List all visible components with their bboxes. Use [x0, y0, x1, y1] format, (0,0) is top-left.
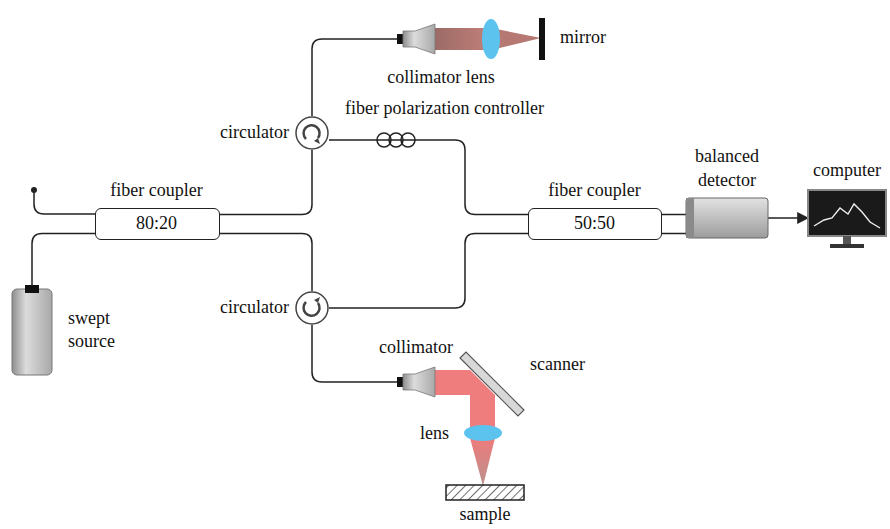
- device-icon: [12, 285, 52, 375]
- device-label: swept source: [68, 307, 130, 354]
- free-fiber-end: [34, 192, 95, 214]
- device-label: collimator lens: [387, 66, 494, 89]
- device-node: circulator: [295, 116, 329, 150]
- part-label: mirror: [560, 26, 606, 49]
- optical-fiber: [32, 234, 95, 285]
- device-label: collimator: [379, 336, 453, 359]
- focus-cone: [470, 438, 495, 486]
- device-label: fiber coupler: [548, 179, 640, 202]
- device-label: computer: [813, 159, 881, 182]
- objective-lens: [464, 425, 502, 441]
- device-node: computer: [808, 190, 886, 248]
- mirror: [539, 18, 545, 60]
- part-label: sample: [460, 503, 511, 526]
- device-node: collimator lens: [397, 22, 435, 56]
- optical-fiber: [220, 150, 312, 214]
- sample-block: [446, 485, 524, 500]
- optical-fiber: [768, 217, 808, 219]
- coupler-box: fiber coupler50:50: [528, 208, 662, 240]
- optical-fiber: [662, 214, 686, 233]
- fiber-end-dot: [31, 187, 37, 193]
- device-label: circulator: [220, 296, 289, 319]
- scanner-mirror: [460, 352, 524, 416]
- coupler-box: fiber coupler80:20: [95, 208, 220, 240]
- device-label: balanced detector: [681, 145, 773, 192]
- device-node: collimator: [397, 365, 435, 399]
- optical-fiber: [329, 140, 528, 214]
- optical-fiber: [220, 234, 312, 291]
- part-label: scanner: [530, 353, 585, 376]
- part-label: fiber polarization controller: [345, 97, 544, 120]
- device-label: 80:20: [136, 212, 177, 235]
- device-node: swept source: [12, 285, 52, 375]
- device-icon: [397, 22, 435, 56]
- device-node: circulator: [295, 291, 329, 325]
- device-icon: [295, 291, 329, 325]
- optical-fiber: [329, 234, 528, 308]
- device-node: balanced detector: [686, 198, 768, 238]
- device-icon: [295, 116, 329, 150]
- device-label: 50:50: [574, 212, 615, 235]
- device-icon: [808, 190, 886, 248]
- polarization-controller-coils: [377, 133, 415, 147]
- reference-lens: [482, 19, 500, 59]
- device-icon: [686, 198, 768, 238]
- device-label: fiber coupler: [110, 179, 202, 202]
- part-label: lens: [420, 422, 449, 445]
- device-icon: [397, 365, 435, 399]
- device-label: circulator: [220, 121, 289, 144]
